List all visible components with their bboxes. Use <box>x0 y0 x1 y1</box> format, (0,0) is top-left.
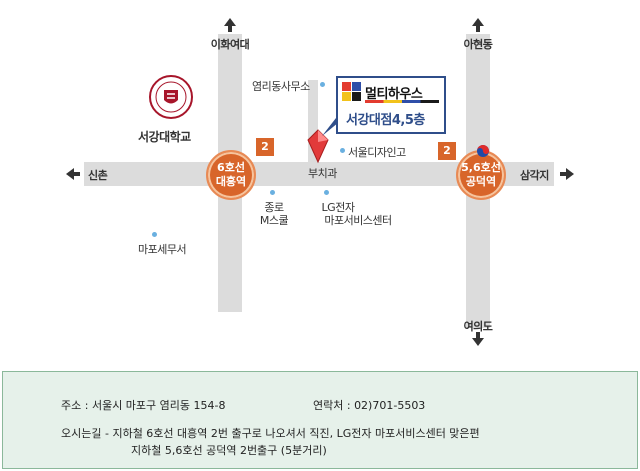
address-label: 주소 : <box>61 399 92 412</box>
taegeuk-icon <box>477 145 489 157</box>
yeomri-office-dot <box>320 82 325 87</box>
arrow-up-icon <box>224 18 236 26</box>
daeheung-station-label: 대흥역 <box>215 175 247 188</box>
callout-location: 서강대점4,5층 <box>346 113 425 128</box>
jongro-school-label-2: M스쿨 <box>259 214 289 227</box>
seoul-design-label: 서울디자인고 <box>348 146 406 159</box>
directions-line-1: 지하철 6호선 대흥역 2번 출구로 나오셔서 직진, LG전자 마포서비스센터… <box>112 427 480 440</box>
arrow-down-icon <box>472 338 484 346</box>
mapo-tax-label: 마포세무서 <box>138 243 187 256</box>
direction-south: 여의도 <box>463 320 493 333</box>
direction-east: 삼각지 <box>520 169 549 182</box>
directions-row-2: 지하철 5,6호선 공덕역 2번출구 (5분거리) <box>117 429 327 471</box>
address-row: 주소 : 서울시 마포구 염리동 154-8 <box>47 384 226 426</box>
callout-color-bar <box>365 100 439 103</box>
daeheung-line-label: 6호선 <box>217 161 245 174</box>
contact-label: 연락처 : <box>313 399 355 412</box>
mapo-tax-dot <box>152 232 157 237</box>
arrow-up-icon <box>472 18 484 26</box>
sogang-university-seal <box>149 75 193 119</box>
directions-row-1: 오시는길 - 지하철 6호선 대흥역 2번 출구로 나오셔서 직진, LG전자 … <box>47 412 480 454</box>
road-small-vertical <box>308 80 318 164</box>
location-map: 이화여대 아현동 신촌 삼각지 여의도 서강대학교 염리동사무소 서울디자인고 … <box>66 18 574 346</box>
seoul-design-dot <box>340 148 345 153</box>
lg-center-label-1: LG전자 <box>321 201 355 214</box>
sogang-label: 서강대학교 <box>138 130 191 144</box>
address-value: 서울시 마포구 염리동 154-8 <box>91 399 226 412</box>
daeheung-exit-badge: 2 <box>256 138 274 156</box>
store-marker-icon <box>307 129 329 164</box>
store-callout: 멀티하우스 서강대점4,5층 <box>336 76 446 134</box>
direction-west: 신촌 <box>88 169 108 182</box>
gongdeok-exit-badge: 2 <box>438 142 456 160</box>
directions-line-2: 지하철 5,6호선 공덕역 2번출구 (5분거리) <box>131 444 327 457</box>
contact-value: 02)701-5503 <box>354 399 426 412</box>
contact-row: 연락처 : 02)701-5503 <box>299 384 425 426</box>
arrow-shaft <box>476 332 480 338</box>
jongro-school-dot <box>270 190 275 195</box>
arrow-left-icon <box>66 168 74 180</box>
arrow-shaft <box>476 26 480 32</box>
gongdeok-station: 5,6호선 공덕역 <box>456 150 506 200</box>
arrow-shaft <box>228 26 232 32</box>
lg-center-label-2: 마포서비스센터 <box>324 214 392 227</box>
multihouse-logo-icon <box>342 82 361 101</box>
arrow-shaft <box>560 172 566 176</box>
lg-center-dot <box>324 190 329 195</box>
bucheegwa-label: 부치과 <box>308 167 337 180</box>
arrow-right-icon <box>566 168 574 180</box>
direction-north-right: 아현동 <box>463 38 493 51</box>
jongro-school-label-1: 종로 <box>264 201 284 214</box>
callout-brand: 멀티하우스 <box>365 87 423 102</box>
gongdeok-station-label: 공덕역 <box>465 175 497 188</box>
arrow-shaft <box>74 172 80 176</box>
daeheung-station: 6호선 대흥역 <box>206 150 256 200</box>
directions-label: 오시는길 - <box>61 427 113 440</box>
gongdeok-line-label: 5,6호선 <box>461 161 501 174</box>
direction-north-left: 이화여대 <box>210 38 250 51</box>
yeomri-office-label: 염리동사무소 <box>252 80 310 93</box>
info-panel: 주소 : 서울시 마포구 염리동 154-8 연락처 : 02)701-5503… <box>2 371 638 469</box>
